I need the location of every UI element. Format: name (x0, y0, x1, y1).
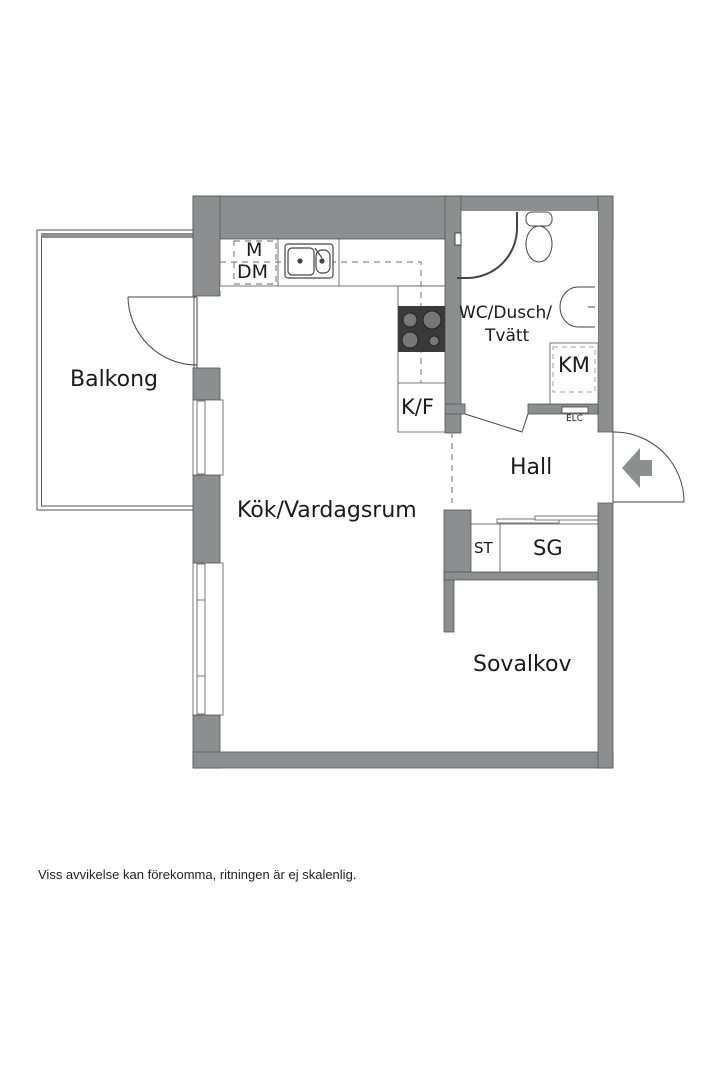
shower (457, 212, 519, 279)
room-label-bathroom-line2: Tvätt (485, 326, 530, 346)
fixture-label-microwave: M (246, 239, 263, 261)
fixture-label-fridge-freezer: K/F (401, 395, 434, 419)
washing-machine-box (549, 342, 599, 405)
room-label-hall: Hall (510, 455, 553, 480)
fixture-label-cleaning-closet: ST (474, 539, 493, 557)
toilet (525, 211, 553, 263)
entrance-door (612, 431, 685, 503)
balcony-door (127, 296, 198, 368)
fixture-label-electrical-cabinet: ELC (566, 414, 583, 424)
sink (284, 243, 334, 279)
disclaimer-note: Viss avvikelse kan förekomma, ritningen … (38, 867, 357, 882)
electrical-cabinet (561, 406, 589, 414)
stove (398, 306, 445, 352)
wardrobe (470, 515, 599, 573)
room-label-kitchen-living: Kök/Vardagsrum (237, 498, 417, 523)
fixture-label-wardrobe: SG (533, 536, 563, 560)
fixture-label-washing-machine: KM (558, 353, 590, 377)
room-label-bathroom-line1: WC/Dusch/ (459, 303, 552, 323)
bathroom-door (464, 413, 529, 433)
entrance-arrow-icon (622, 448, 652, 488)
room-label-bedroom-alcove: Sovalkov (473, 652, 572, 677)
balcony-outline (36, 229, 195, 511)
washbasin (559, 286, 595, 328)
fixture-label-dishwasher: DM (237, 261, 269, 283)
room-label-balcony: Balkong (70, 367, 159, 392)
windows (192, 399, 224, 716)
shower-mixer (454, 232, 462, 246)
